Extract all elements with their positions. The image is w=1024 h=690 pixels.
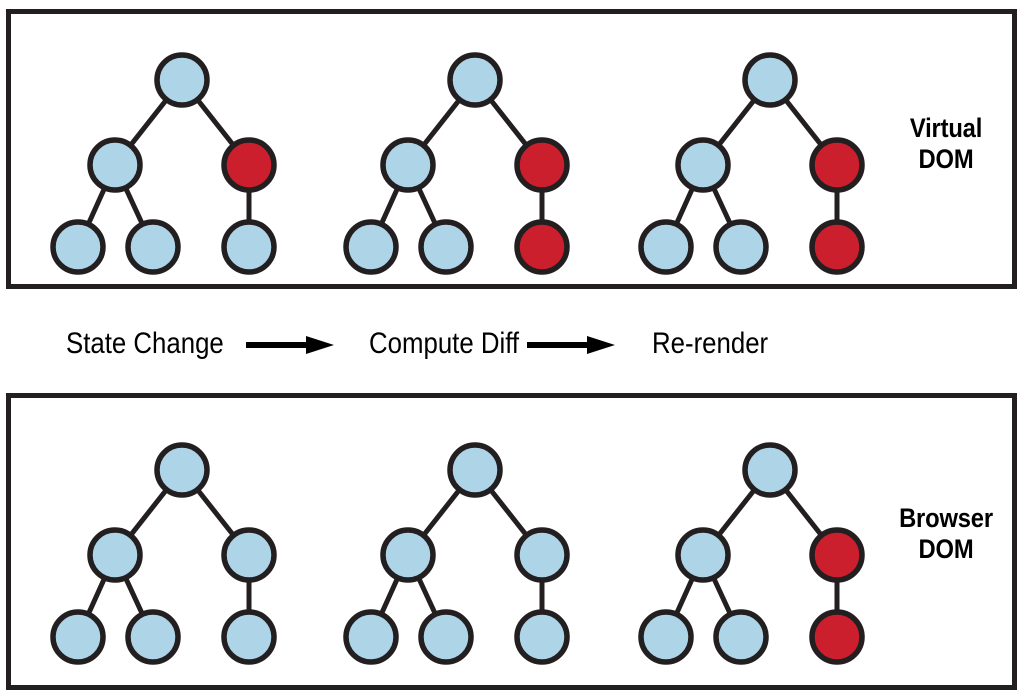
tree-node-child-right-red bbox=[221, 137, 277, 193]
tree-node-leaf-3-blue bbox=[514, 609, 570, 665]
tree-node-child-left-blue bbox=[380, 527, 436, 583]
tree-node-root-blue bbox=[742, 442, 798, 498]
browser-dom-label: Browser DOM bbox=[899, 503, 993, 564]
tree-node-leaf-3-blue bbox=[221, 219, 277, 275]
flow-label-state-change: State Change bbox=[66, 327, 224, 360]
tree-node-root-blue bbox=[154, 442, 210, 498]
tree-node-leaf-2-blue bbox=[713, 219, 769, 275]
browser-dom-tree-1 bbox=[50, 442, 277, 665]
tree-node-child-right-red bbox=[514, 137, 570, 193]
tree-node-root-blue bbox=[154, 52, 210, 108]
tree-node-leaf-1-blue bbox=[638, 219, 694, 275]
tree-node-leaf-2-blue bbox=[418, 609, 474, 665]
browser-dom-tree-2 bbox=[343, 442, 570, 665]
tree-node-leaf-2-blue bbox=[418, 219, 474, 275]
arrow-right-icon bbox=[246, 336, 334, 354]
tree-node-child-right-blue bbox=[221, 527, 277, 583]
flow-label-re-render: Re-render bbox=[652, 327, 769, 360]
virtual-dom-tree-1 bbox=[50, 52, 277, 275]
tree-node-leaf-3-blue bbox=[221, 609, 277, 665]
tree-node-leaf-1-blue bbox=[343, 219, 399, 275]
tree-node-child-right-red bbox=[809, 137, 865, 193]
tree-node-leaf-1-blue bbox=[50, 609, 106, 665]
tree-node-leaf-3-red bbox=[514, 219, 570, 275]
tree-node-child-left-blue bbox=[87, 137, 143, 193]
tree-node-leaf-2-blue bbox=[125, 609, 181, 665]
tree-node-child-left-blue bbox=[675, 527, 731, 583]
tree-node-leaf-3-red bbox=[809, 219, 865, 275]
arrow-right-icon bbox=[527, 336, 615, 354]
virtual-dom-label: Virtual DOM bbox=[909, 113, 983, 174]
tree-node-leaf-2-blue bbox=[125, 219, 181, 275]
tree-node-leaf-1-blue bbox=[638, 609, 694, 665]
tree-node-child-left-blue bbox=[380, 137, 436, 193]
tree-node-leaf-3-red bbox=[809, 609, 865, 665]
tree-node-leaf-1-blue bbox=[343, 609, 399, 665]
tree-node-root-blue bbox=[742, 52, 798, 108]
tree-node-child-left-blue bbox=[675, 137, 731, 193]
tree-node-root-blue bbox=[447, 442, 503, 498]
virtual-dom-tree-2 bbox=[343, 52, 570, 275]
flow-label-compute-diff: Compute Diff bbox=[369, 327, 520, 360]
browser-dom-tree-3 bbox=[638, 442, 865, 665]
flow-row: State Change Compute Diff Re-render bbox=[0, 296, 1024, 386]
tree-node-child-right-blue bbox=[514, 527, 570, 583]
tree-node-root-blue bbox=[447, 52, 503, 108]
tree-node-leaf-2-blue bbox=[713, 609, 769, 665]
virtual-dom-tree-3 bbox=[638, 52, 865, 275]
tree-node-leaf-1-blue bbox=[50, 219, 106, 275]
tree-node-child-right-red bbox=[809, 527, 865, 583]
tree-node-child-left-blue bbox=[87, 527, 143, 583]
